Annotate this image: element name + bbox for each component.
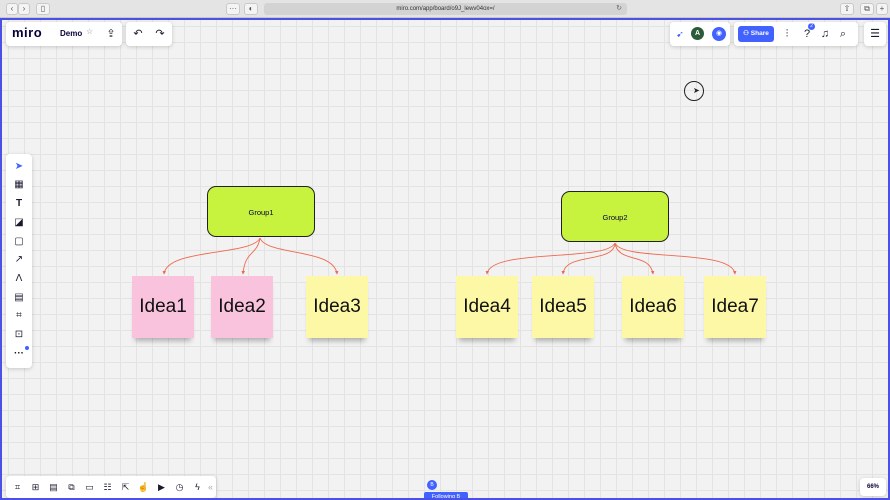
notification-badge: 2 [808,23,815,30]
forward-icon[interactable]: › [18,3,30,15]
sticky-note-tool-icon[interactable]: ◪ [14,217,24,228]
tabs-icon[interactable]: ⧉ [860,3,874,15]
comments-icon[interactable]: ▤ [49,482,58,492]
new-indicator-dot [25,346,29,350]
connector-group2-idea4[interactable] [485,242,616,275]
shape-tool-icon[interactable]: ▢ [14,236,24,247]
connector-group1-idea1[interactable] [162,237,261,275]
creation-toolbar: ➤ ▦ T ◪ ▢ ↗ Ʌ ▤ ⌗ ⊡ ··· [6,154,32,368]
reload-icon[interactable]: ↻ [616,5,622,12]
sticky-note[interactable]: Idea2 [211,276,273,338]
settings-sliders-icon[interactable]: ⫶ [785,28,789,40]
comment-tool-icon[interactable]: ▤ [14,292,24,303]
frames-icon[interactable]: ⌗ [14,482,21,492]
sticky-label: Idea2 [218,296,266,317]
board-canvas[interactable]: Group1 Group2 Idea1 Idea2 Idea3 Idea4 Id… [0,18,890,500]
menu-icon[interactable]: ☰ [870,28,880,40]
sticky-label: Idea3 [313,296,361,317]
collapse-icon[interactable]: « [207,482,213,492]
presentation-icon[interactable]: ⊞ [31,482,40,492]
browser-toolbar: ‹ › ▯ ··· ◐ miro.com/app/board/o9J_lewv0… [0,0,890,18]
cursor-indicator: ➤ [684,81,704,101]
templates-icon[interactable]: ▦ [14,179,24,190]
following-badge[interactable]: Following B [424,492,468,498]
lightning-icon[interactable]: ϟ [195,482,200,492]
cards-icon[interactable]: ▭ [85,482,94,492]
board-header: miro Demo ☆ ⇪ [6,22,122,46]
export-icon[interactable]: ⇪ [106,28,116,40]
share-button[interactable]: ⚇ Share [738,26,774,42]
connector-group1-idea3[interactable] [259,237,339,275]
board-menu-panel: ☰ [864,22,886,46]
connector-group2-idea7[interactable] [614,242,737,275]
board-name[interactable]: Demo [60,29,83,38]
group-label: Group2 [602,213,628,222]
avatar[interactable]: A [691,27,704,40]
share-label: Share [750,30,769,37]
sticky-label: Idea1 [139,296,187,317]
new-tab-icon[interactable]: + [876,3,888,15]
group-label: Group1 [248,208,274,217]
zoom-level[interactable]: 66% [860,478,886,496]
redo-icon[interactable]: ↷ [155,28,165,40]
sticky-label: Idea7 [711,296,759,317]
sticky-label: Idea4 [463,296,511,317]
sticky-note[interactable]: Idea1 [132,276,194,338]
voting-icon[interactable]: ☝ [137,482,150,492]
sticky-note[interactable]: Idea7 [704,276,766,338]
frame-tool-icon[interactable]: ⌗ [16,310,22,321]
pen-tool-icon[interactable]: Ʌ [15,273,23,284]
privacy-icon[interactable]: ◐ [244,3,258,15]
follower-avatar[interactable]: B [427,480,437,490]
back-icon[interactable]: ‹ [6,3,18,15]
help-icon[interactable]: ? [803,28,811,40]
group-node[interactable]: Group1 [207,186,315,237]
chat-icon[interactable]: ⧉ [68,482,75,492]
share-panel: ⚇ Share ⫶ ? 2 ♫ ⌕ [734,22,858,46]
bell-icon[interactable]: ♫ [820,28,830,40]
timer-icon[interactable]: ◷ [175,482,184,492]
timer-list-icon[interactable]: ☷ [103,482,112,492]
connector-group2-idea6[interactable] [614,242,655,275]
upload-tool-icon[interactable]: ⊡ [14,329,24,340]
search-icon[interactable]: ⌕ [839,28,847,40]
sticky-note[interactable]: Idea3 [306,276,368,338]
undo-redo-panel: ↶ ↷ [126,22,172,46]
more-icon[interactable]: ··· [226,3,240,15]
select-tool-icon[interactable]: ➤ [14,161,24,172]
collaborators-panel: ➹ A ◉ [670,22,730,46]
undo-icon[interactable]: ↶ [133,28,143,40]
sidebar-icon[interactable]: ▯ [36,3,50,15]
share-sheet-icon[interactable]: ⇧ [840,3,854,15]
text-tool-icon[interactable]: T [15,198,23,209]
connector-layer [162,237,737,275]
sticky-label: Idea6 [629,296,677,317]
connector-group1-idea2[interactable] [241,237,261,275]
sticky-note[interactable]: Idea6 [622,276,684,338]
collaboration-toolbar: ⌗ ⊞ ▤ ⧉ ▭ ☷ ⇱ ☝ ▶ ◷ ϟ « [6,476,216,498]
more-tools-icon[interactable]: ··· [14,348,24,359]
url-bar[interactable]: miro.com/app/board/o9J_lewv04ox=/ ↻ [264,3,627,15]
connector-group2-idea5[interactable] [561,242,616,275]
url-text: miro.com/app/board/o9J_lewv04ox=/ [396,6,495,12]
connection-line-icon[interactable]: ↗ [14,254,24,265]
sticky-note[interactable]: Idea4 [456,276,518,338]
miro-logo[interactable]: miro [12,25,43,40]
cursor-arrow-icon: ➤ [693,86,700,95]
people-icon: ⚇ [743,30,751,37]
sticky-note[interactable]: Idea5 [532,276,594,338]
share-screen-icon[interactable]: ⇱ [121,482,130,492]
video-call-icon[interactable]: ▶ [158,482,165,492]
reactions-icon[interactable]: ➹ [676,29,684,39]
star-icon[interactable]: ☆ [86,27,94,36]
eye-icon[interactable]: ◉ [712,27,726,41]
group-node[interactable]: Group2 [561,191,669,242]
sticky-label: Idea5 [539,296,587,317]
